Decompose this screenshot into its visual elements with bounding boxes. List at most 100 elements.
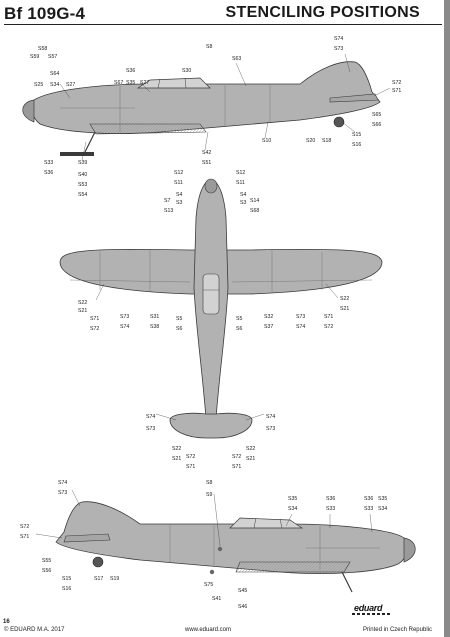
plan-callouts: S12 S12 S11 S11 S4 S4 S3 S3 S7 S14 S13 S… (78, 170, 349, 470)
copyright-text: © EDUARD M.A. 2017 (4, 627, 65, 633)
callout: S21 (246, 456, 255, 462)
callout: S73 (146, 426, 155, 432)
callout: S14 (250, 198, 259, 204)
callout: S63 (232, 56, 241, 62)
callout: S42 (202, 150, 211, 156)
logo-stripe (352, 613, 392, 615)
callout: S73 (58, 490, 67, 496)
callout: S9 (206, 492, 212, 498)
callout: S33 (44, 160, 53, 166)
callout: S19 (110, 576, 119, 582)
callout: S22 (246, 446, 255, 452)
callout: S25 (34, 82, 43, 88)
page-number: 16 (3, 619, 10, 625)
callout: S71 (232, 464, 241, 470)
canopy-right-side (229, 517, 304, 529)
tailplane-plan (169, 412, 253, 439)
callout: S11 (174, 180, 183, 186)
callout: S73 (120, 314, 129, 320)
section-title: STENCILING POSITIONS (225, 4, 420, 21)
callout: S15 (352, 132, 361, 138)
callout: S72 (186, 454, 195, 460)
callout: S46 (238, 604, 247, 610)
callout: S58 (38, 46, 47, 52)
callout: S65 (372, 112, 381, 118)
callout: S15 (62, 576, 71, 582)
callout: S16 (62, 586, 71, 592)
callout: S6 (236, 326, 242, 332)
callout: S36 (44, 170, 53, 176)
callout: S4 (240, 192, 246, 198)
callout: S16 (352, 142, 361, 148)
callout: S33 (326, 506, 335, 512)
callout: S27 (140, 80, 149, 86)
callout: S6 (176, 326, 182, 332)
callout: S75 (204, 582, 213, 588)
callout: S45 (238, 588, 247, 594)
callout: S5 (176, 316, 182, 322)
plan-view (59, 178, 383, 439)
spinner-left (22, 99, 35, 123)
callout: S74 (58, 480, 67, 486)
callout: S4 (176, 192, 182, 198)
callout: S34 (288, 506, 297, 512)
callout: S57 (48, 54, 57, 60)
callout: S72 (20, 524, 29, 530)
eduard-logo: eduard (354, 603, 383, 613)
title-rule (4, 24, 442, 25)
callout: S73 (334, 46, 343, 52)
page-edge-shadow (444, 0, 450, 637)
callout: S12 (236, 170, 245, 176)
callout: S5 (236, 316, 242, 322)
callout: S22 (172, 446, 181, 452)
spinner-right (403, 537, 416, 563)
callout: S18 (322, 138, 331, 144)
callout: S41 (212, 596, 221, 602)
callout: S56 (42, 568, 51, 574)
callout: S8 (206, 480, 212, 486)
callout: S13 (164, 208, 173, 214)
callout: S20 (306, 138, 315, 144)
callout: S3 (240, 200, 246, 206)
aircraft-model-title: Bf 109G-4 (4, 4, 86, 23)
callout: S74 (146, 414, 155, 420)
callout: S17 (94, 576, 103, 582)
callout: S74 (334, 36, 343, 42)
callout: S36 (126, 68, 135, 74)
callout: S8 (206, 44, 212, 50)
callout: S71 (20, 534, 29, 540)
callout: S53 (78, 182, 87, 188)
printed-text: Printed in Czech Republic (362, 627, 432, 633)
callout: S12 (174, 170, 183, 176)
callout: S30 (182, 68, 191, 74)
callout: S31 (150, 314, 159, 320)
left-side-view (22, 61, 381, 156)
callout: S59 (30, 54, 39, 60)
side-top-callouts: S58 S59 S57 S64 S25 S34 S27 S36 S35 S27 … (30, 36, 401, 198)
callout: S73 (266, 426, 275, 432)
callout: S68 (250, 208, 259, 214)
side-bottom-callouts: S74 S73 S72 S71 S55 S56 S15 S16 S17 S19 … (20, 480, 387, 610)
callout: S21 (340, 306, 349, 312)
callout: S34 (50, 82, 59, 88)
callout: S40 (78, 172, 87, 178)
callout: S36 (326, 496, 335, 502)
callout: S54 (78, 192, 87, 198)
callout: S72 (324, 324, 333, 330)
callout: S74 (296, 324, 305, 330)
callout: S11 (236, 180, 245, 186)
callout: S39 (78, 160, 87, 166)
fuselage-left-side (31, 61, 381, 134)
callout: S36 (364, 496, 373, 502)
right-side-view (55, 501, 416, 593)
callout: S74 (266, 414, 275, 420)
callout: S66 (372, 122, 381, 128)
callout: S3 (176, 200, 182, 206)
callout: S34 (378, 506, 387, 512)
callout: S21 (172, 456, 181, 462)
callout: S64 (50, 71, 59, 77)
callout: S35 (126, 80, 135, 86)
callout: S71 (324, 314, 333, 320)
callout: S72 (392, 80, 401, 86)
website-text: www.eduard.com (185, 627, 232, 633)
